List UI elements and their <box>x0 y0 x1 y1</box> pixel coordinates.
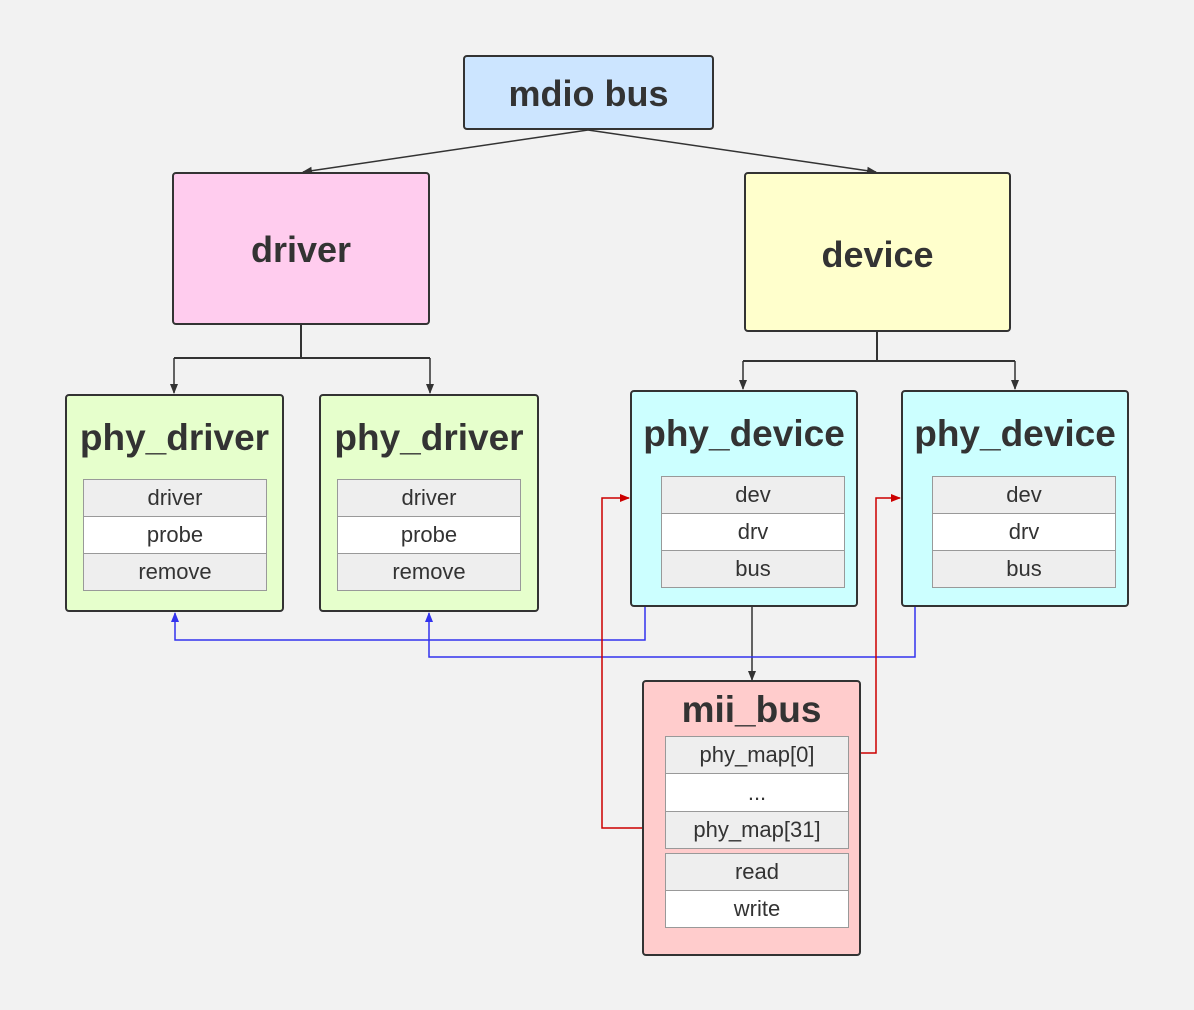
phy-driver-2-field-remove: remove <box>337 553 521 591</box>
driver-title: driver <box>250 229 352 270</box>
phy-driver-1-field-driver: driver <box>83 479 267 517</box>
mii-bus-title: mii_bus <box>681 689 822 730</box>
phy-driver-2-field-probe: probe <box>337 516 521 554</box>
phy-driver-1-title: phy_driver <box>79 417 270 458</box>
phy-driver-2-field-driver: driver <box>337 479 521 517</box>
phy-device-1-title: phy_device <box>643 413 845 454</box>
edge-device-trunk <box>743 332 1015 362</box>
phy-driver-1-field-remove: remove <box>83 553 267 591</box>
phy-driver-node-1: phy_driver driver probe remove <box>65 394 284 612</box>
phy-device-2-field-bus: bus <box>932 550 1116 588</box>
phy-device-node-1: phy_device dev drv bus <box>630 390 858 607</box>
mii-bus-field-phy-map-31: phy_map[31] <box>665 811 849 849</box>
edge-driver-trunk <box>174 325 430 359</box>
edge-phy-map-0-to-phy-device-2 <box>848 494 901 754</box>
mdio-bus-node: mdio bus <box>463 55 714 130</box>
edge-phy-map-31-to-phy-device-1 <box>601 494 665 829</box>
phy-device-node-2: phy_device dev drv bus <box>901 390 1129 607</box>
edge-mdio-bus-to-driver <box>302 129 589 175</box>
phy-driver-1-field-probe: probe <box>83 516 267 554</box>
edge-mdio-bus-to-device <box>587 129 877 175</box>
mii-bus-node: mii_bus phy_map[0] ... phy_map[31] read … <box>642 680 861 956</box>
phy-device-2-title: phy_device <box>914 413 1116 454</box>
mii-bus-field-ellipsis: ... <box>665 773 849 812</box>
device-node: device <box>744 172 1011 332</box>
device-title: device <box>821 234 934 275</box>
phy-device-2-field-dev: dev <box>932 476 1116 514</box>
mii-bus-field-read: read <box>665 853 849 891</box>
driver-node: driver <box>172 172 430 325</box>
phy-driver-node-2: phy_driver driver probe remove <box>319 394 539 612</box>
mdio-bus-title: mdio bus <box>508 73 669 114</box>
phy-driver-2-title: phy_driver <box>334 417 524 458</box>
mii-bus-field-write: write <box>665 890 849 928</box>
phy-device-1-field-dev: dev <box>661 476 845 514</box>
phy-device-1-field-drv: drv <box>661 513 845 551</box>
mii-bus-field-phy-map-0: phy_map[0] <box>665 736 849 774</box>
phy-device-1-field-bus: bus <box>661 550 845 588</box>
phy-device-2-field-drv: drv <box>932 513 1116 551</box>
